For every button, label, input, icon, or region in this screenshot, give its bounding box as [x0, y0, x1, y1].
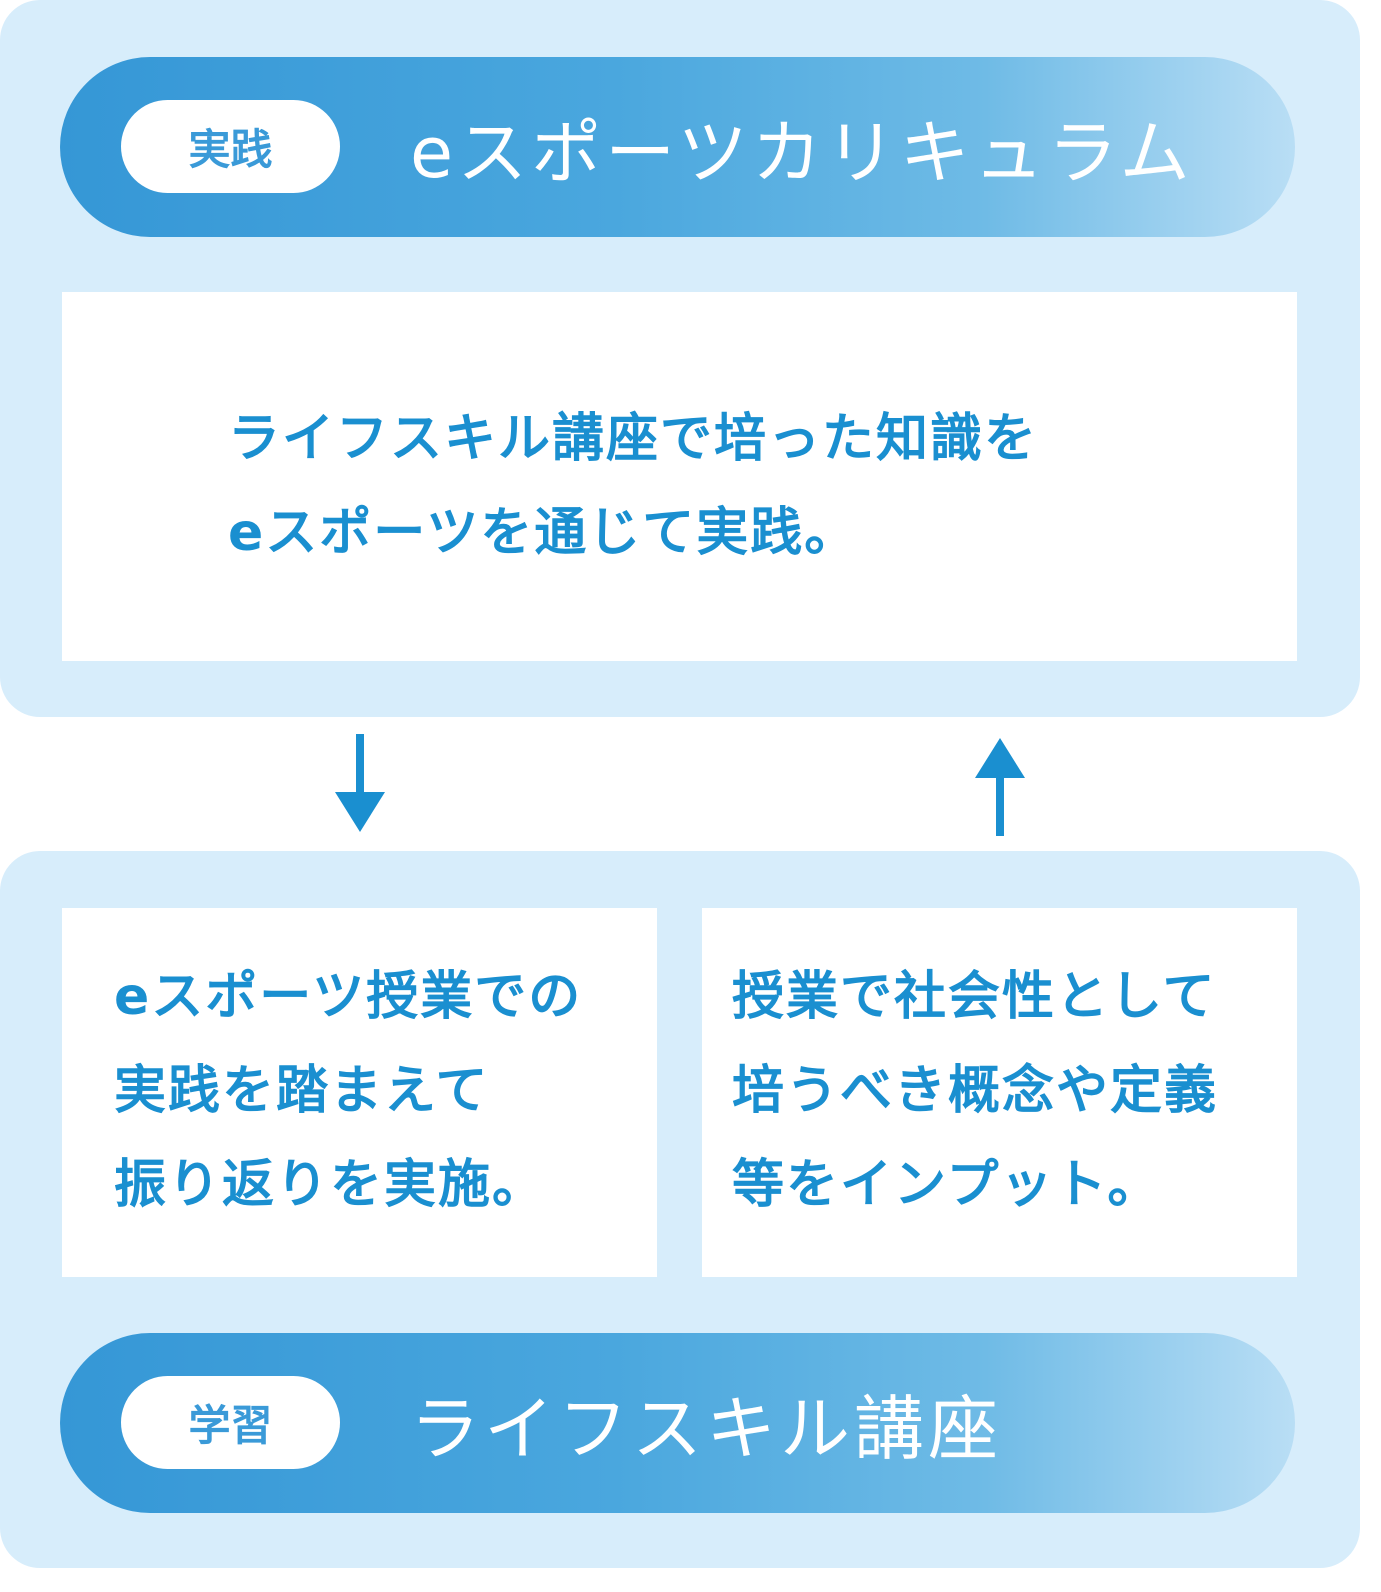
- practice-description-box: ライフスキル講座で培った知識を eスポーツを通じて実践。: [62, 292, 1297, 661]
- practice-panel: 実践 eスポーツカリキュラム ライフスキル講座で培った知識を eスポーツを通じて…: [0, 0, 1360, 717]
- input-line: 授業で社会性として: [732, 967, 1217, 1027]
- learning-header: 学習 ライフスキル講座: [60, 1333, 1295, 1513]
- reflection-box: eスポーツ授業での 実践を踏まえて 振り返りを実施。: [62, 908, 657, 1277]
- learning-panel: eスポーツ授業での 実践を踏まえて 振り返りを実施。 授業で社会性として 培うべ…: [0, 851, 1360, 1568]
- arrow-up-icon: [975, 738, 1025, 836]
- input-line: 等をインプット。: [732, 1155, 1162, 1215]
- practice-header: 実践 eスポーツカリキュラム: [60, 57, 1295, 237]
- reflection-line: eスポーツ授業での: [114, 967, 583, 1027]
- learning-badge: 学習: [121, 1376, 340, 1469]
- practice-title: eスポーツカリキュラム: [410, 111, 1194, 194]
- reflection-line: 実践を踏まえて: [114, 1061, 490, 1121]
- input-box: 授業で社会性として 培うべき概念や定義 等をインプット。: [702, 908, 1297, 1277]
- practice-badge: 実践: [121, 100, 340, 193]
- input-line: 培うべき概念や定義: [732, 1061, 1219, 1121]
- reflection-line: 振り返りを実施。: [114, 1155, 547, 1215]
- description-line: ライフスキル講座で培った知識を: [228, 409, 1039, 469]
- learning-title: ライフスキル講座: [410, 1387, 1002, 1470]
- arrow-down-icon: [335, 734, 385, 832]
- description-line: eスポーツを通じて実践。: [228, 503, 859, 563]
